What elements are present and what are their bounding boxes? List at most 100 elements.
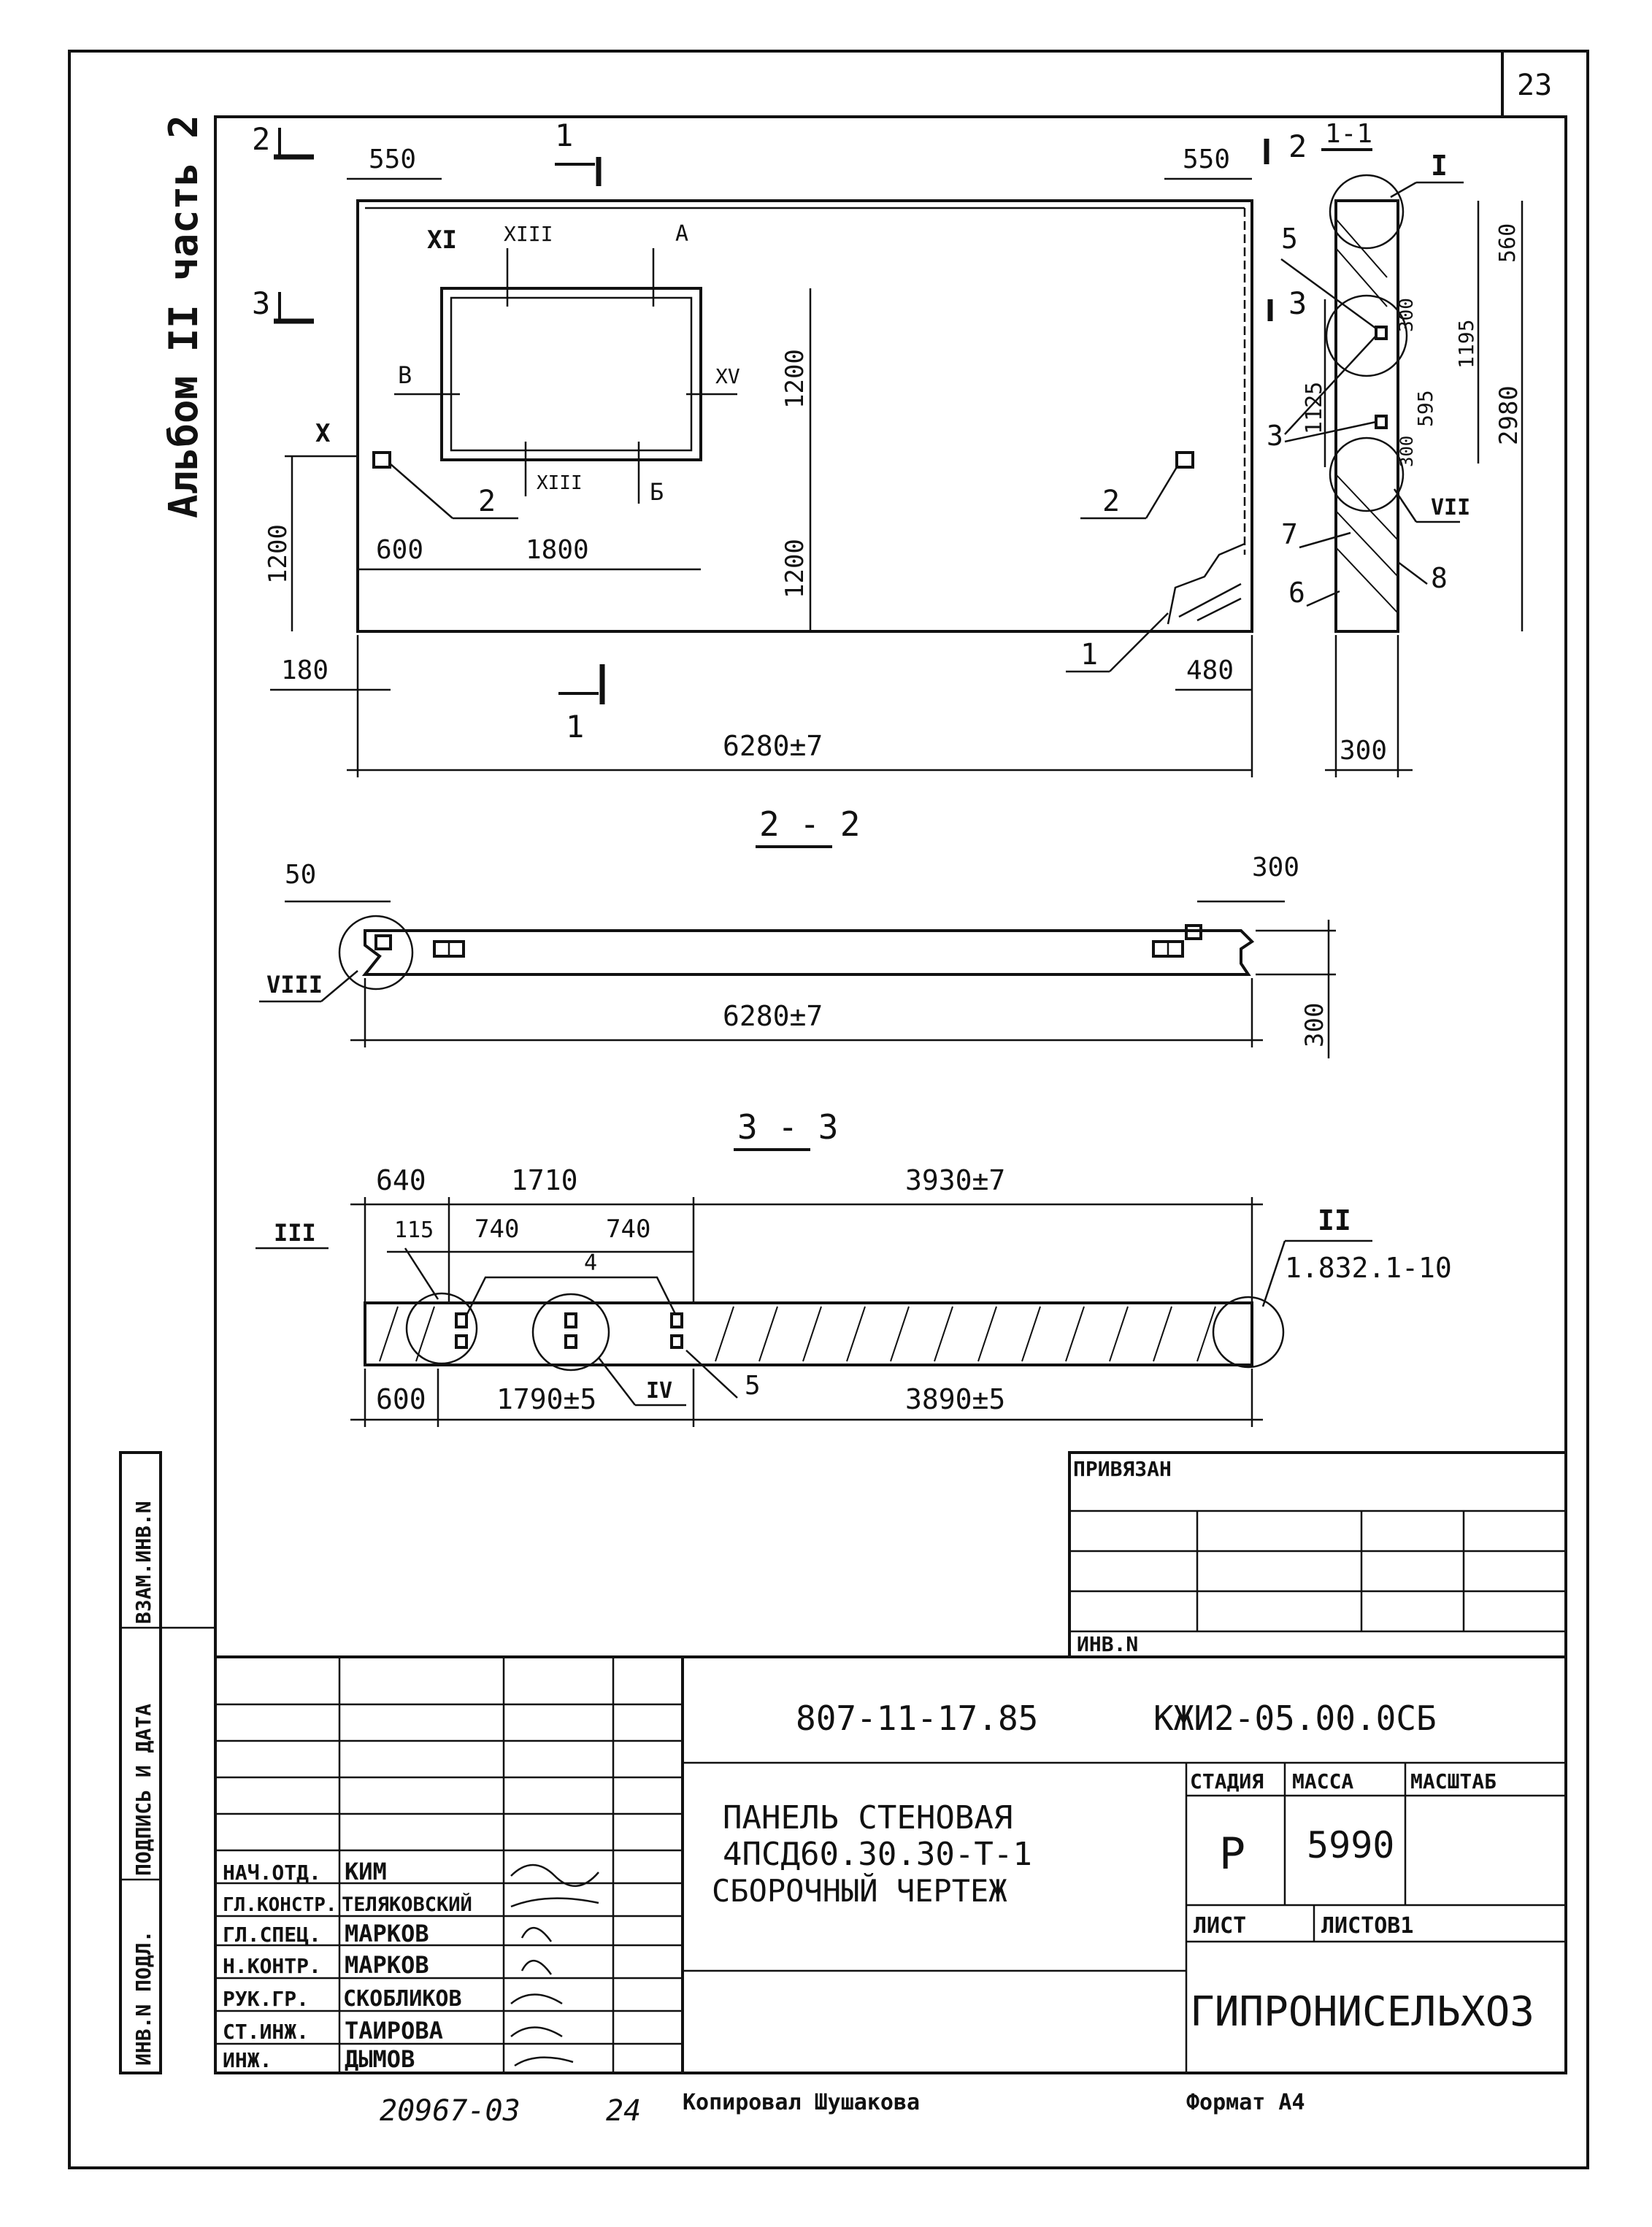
pos-5-1-1: 5: [1281, 223, 1298, 255]
sig-role-4: РУК.ГР.: [223, 1987, 309, 2011]
sig-role-5: СТ.ИНЖ.: [223, 2020, 309, 2044]
section-marker-3-left: 3: [252, 285, 314, 324]
dim-total-2-2: 6280±7: [723, 1000, 823, 1032]
section-3-3-title: 3 - 3: [737, 1107, 838, 1147]
album-label: Альбом II часть 2: [161, 115, 207, 518]
callout-XIII-bottom: XIII: [537, 472, 583, 494]
dim-50: 50: [285, 860, 316, 890]
sheet-number: 23: [1517, 69, 1552, 102]
callout-III: III: [274, 1219, 316, 1247]
ref-series: 1.832.1-10: [1285, 1252, 1452, 1284]
callout-B: В: [398, 361, 412, 389]
dim-300-thickness: 300: [1300, 1003, 1329, 1047]
scale-label: МАСШТАБ: [1410, 1769, 1497, 1793]
format-label: Формат А4: [1186, 2090, 1305, 2115]
embed-left: [372, 451, 391, 469]
copied-by: Копировал Шушакова: [683, 2090, 920, 2115]
dim-1200-window: 1200: [780, 349, 810, 409]
sheets-label: ЛИСТОВ1: [1321, 1913, 1413, 1939]
dim-3890: 3890±5: [905, 1383, 1005, 1415]
sig-role-0: НАЧ.ОТД.: [223, 1861, 321, 1885]
archive-page: 24: [606, 2094, 641, 2128]
stage-label: СТАДИЯ: [1190, 1769, 1264, 1793]
callout-XIII-top: XIII: [504, 222, 553, 246]
dim-1195: 1195: [1454, 320, 1478, 369]
pos-7-1-1: 7: [1281, 518, 1298, 550]
callout-X: X: [315, 419, 331, 448]
title-line-2: 4ПСД60.30.30-Т-1: [723, 1836, 1032, 1873]
dim-1710: 1710: [511, 1164, 578, 1196]
dim-550-left: 550: [369, 145, 416, 174]
section-3-3-outline: [364, 1301, 1253, 1366]
section-3-3: 3 - 3 640 1710 3930±7 115 740: [256, 1107, 1452, 1427]
pos-8-1-1: 8: [1431, 562, 1448, 594]
svg-text:2: 2: [1288, 128, 1307, 164]
callout-A: А: [675, 221, 688, 247]
svg-text:1: 1: [555, 118, 573, 153]
svg-text:3: 3: [252, 285, 270, 321]
org-name: ГИПРОНИСЕЛЬХОЗ: [1190, 1988, 1534, 2036]
section-1-1-hatch: [1335, 218, 1399, 614]
pos-3-1-1: 3: [1267, 420, 1283, 452]
dim-560: 560: [1495, 223, 1521, 263]
sheet-label: ЛИСТ: [1194, 1913, 1246, 1939]
section-2-2: 2 - 2 VIII 50 300 300 6280±7: [259, 804, 1336, 1058]
doc-mark: КЖИ2-05.00.0СБ: [1153, 1699, 1437, 1738]
callout-I: I: [1431, 150, 1448, 182]
sig-role-6: ИНЖ.: [223, 2048, 272, 2072]
svg-text:1: 1: [566, 709, 584, 745]
section-marker-3-right: 3: [1267, 285, 1307, 321]
sig-role-1: ГЛ.КОНСТР.: [223, 1894, 337, 1916]
detail-circle-VIII: [338, 915, 414, 991]
panel-outline: [356, 199, 1253, 633]
dim-1790: 1790±5: [496, 1383, 596, 1415]
pos-5-3-3: 5: [745, 1371, 761, 1401]
title-block: ПРИВЯЗАН ИНВ.N НАЧ.ОТД. КИМ ГЛ.КОНСТР. Т…: [214, 1451, 1567, 2074]
dim-180: 180: [281, 655, 329, 685]
dim-3930: 3930±7: [905, 1164, 1005, 1196]
section-marker-2-left: 2: [252, 121, 314, 160]
section-marker-1-bottom: 1: [558, 664, 605, 745]
callout-XI: XI: [427, 226, 457, 255]
embed-right: [1175, 451, 1194, 469]
detail-circle-I: [1329, 174, 1405, 250]
dim-1800: 1800: [526, 535, 589, 565]
detail-circle-5: [1325, 294, 1408, 377]
window-opening-inner: [450, 296, 693, 452]
sig-name-4: СКОБЛИКОВ: [343, 1986, 462, 2012]
doc-code: 807-11-17.85: [796, 1699, 1038, 1738]
section-marker-1-top: 1: [555, 118, 602, 186]
section-1-1-outline: [1334, 199, 1399, 633]
detail-circle-IV: [531, 1293, 610, 1372]
dim-600-3-3: 600: [376, 1383, 426, 1415]
dim-480: 480: [1186, 655, 1234, 685]
dim-4: 4: [584, 1250, 597, 1276]
dim-115: 115: [394, 1218, 434, 1243]
mass-value: 5990: [1307, 1824, 1394, 1866]
callout-Б: Б: [650, 478, 664, 506]
dim-300-width: 300: [1340, 736, 1387, 766]
side-label-vzam: ВЗАМ.ИНВ.N: [131, 1501, 155, 1624]
callout-IV: IV: [646, 1378, 672, 1404]
pos-6-1-1: 6: [1288, 577, 1305, 609]
dim-595: 595: [1413, 390, 1437, 427]
sig-name-1: ТЕЛЯКОВСКИЙ: [342, 1893, 472, 1916]
dim-550-right: 550: [1183, 145, 1230, 174]
privyazan-label: ПРИВЯЗАН: [1073, 1457, 1172, 1481]
section-marker-2-right: 2: [1264, 128, 1307, 164]
signature-marks: [510, 1863, 599, 2067]
inv-no-label: ИНВ.N: [1077, 1632, 1138, 1656]
side-label-inv-podl: ИНВ.N ПОДЛ.: [131, 1931, 155, 2066]
dim-640: 640: [376, 1164, 426, 1196]
window-opening: [440, 287, 702, 461]
archive-no: 20967-03: [380, 2094, 520, 2128]
section-2-2-outline: [361, 929, 1255, 976]
dim-2980: 2980: [1494, 385, 1524, 445]
sig-name-2: МАРКОВ: [345, 1920, 429, 1947]
svg-text:2: 2: [252, 121, 270, 157]
sig-role-2: ГЛ.СПЕЦ.: [223, 1923, 321, 1947]
dim-1125: 1125: [1302, 382, 1327, 434]
pos-2-right: 2: [1102, 485, 1120, 518]
sig-name-5: ТАИРОВА: [345, 2017, 443, 2045]
